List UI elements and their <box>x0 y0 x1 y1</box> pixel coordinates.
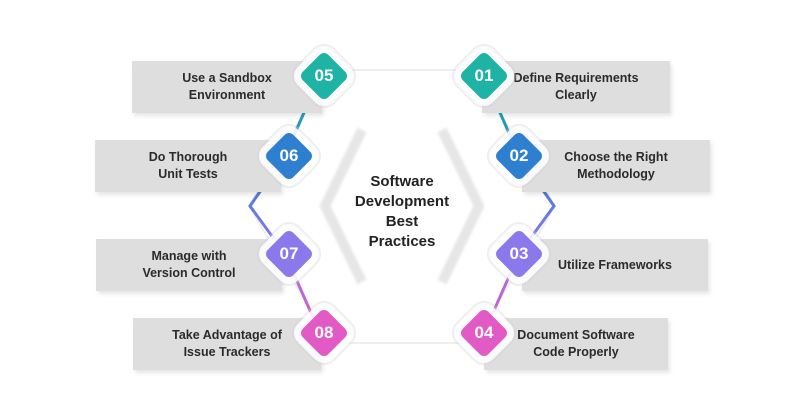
badge-04-number: 04 <box>474 323 494 342</box>
card-06: Do Thorough Unit Tests <box>95 140 281 192</box>
card-08-label: Take Advantage of Issue Trackers <box>172 328 282 359</box>
card-05-label: Use a Sandbox Environment <box>182 71 272 102</box>
card-03-label: Utilize Frameworks <box>558 257 672 272</box>
card-01-label: Define Requirements Clearly <box>513 71 639 102</box>
inner-chevron-left <box>320 127 367 285</box>
badge-02-number: 02 <box>509 146 529 165</box>
center-title: Software Development Best Practices <box>354 173 450 250</box>
right-connector <box>482 75 556 334</box>
card-07-label: Manage with Version Control <box>142 249 236 280</box>
card-06-label: Do Thorough Unit Tests <box>148 150 228 181</box>
badge-06-number: 06 <box>279 146 299 165</box>
card-05: Use a Sandbox Environment <box>132 61 322 113</box>
badge-08-number: 08 <box>314 323 334 342</box>
badge-07-number: 07 <box>279 244 299 263</box>
card-04-label: Document Software Code Properly <box>517 328 635 359</box>
badge-01-number: 01 <box>474 66 494 85</box>
card-02: Choose the Right Methodology <box>522 140 710 192</box>
card-08: Take Advantage of Issue Trackers <box>133 318 321 370</box>
badge-05-number: 05 <box>314 66 334 85</box>
badge-03-number: 03 <box>509 244 529 263</box>
card-01: Define Requirements Clearly <box>482 61 670 113</box>
card-03: Utilize Frameworks <box>522 239 708 291</box>
card-07: Manage with Version Control <box>96 239 282 291</box>
inner-chevron-right <box>437 127 484 285</box>
left-connector <box>248 75 322 334</box>
card-02-label: Choose the Right Methodology <box>564 150 668 181</box>
card-04: Document Software Code Properly <box>484 318 668 370</box>
